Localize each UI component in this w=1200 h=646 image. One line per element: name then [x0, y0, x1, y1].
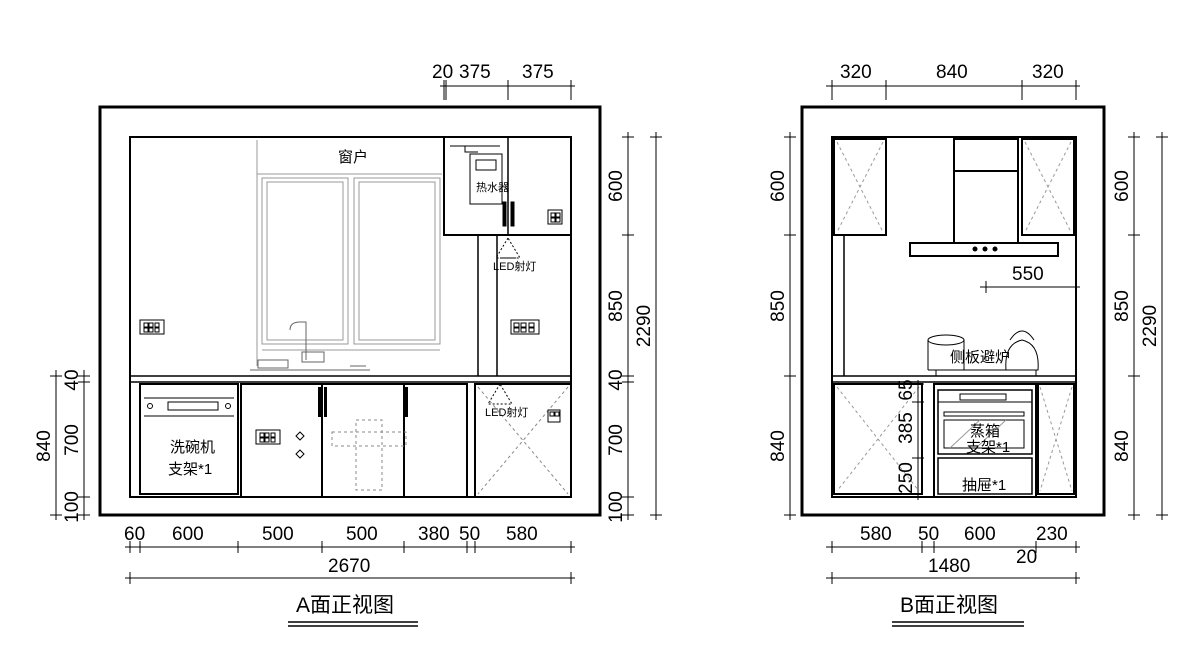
a-total-width: 2670 [328, 556, 370, 577]
a-elevation [50, 80, 662, 627]
a-bottom-dim-2: 600 [172, 524, 204, 545]
b-base-left [833, 383, 923, 495]
b-top-dim-2: 840 [936, 62, 968, 83]
a-water-heater [450, 145, 503, 205]
a-window-label: 窗户 [338, 148, 368, 166]
b-range-hood [909, 138, 1059, 257]
b-bottom-dim-3: 600 [964, 524, 996, 545]
b-outer-frame [800, 105, 1106, 517]
a-window [256, 140, 442, 366]
a-left-dim-3: 100 [62, 491, 83, 523]
b-hood-dim: 550 [1012, 264, 1044, 285]
a-labels: 20 375 375 60 600 500 500 380 50 580 267… [34, 62, 655, 617]
b-left-dim-2: 850 [768, 290, 789, 322]
a-bottom-dim-6: 50 [459, 524, 480, 545]
a-bottom-dim-5: 380 [418, 524, 450, 545]
b-drawer [937, 457, 1033, 495]
b-right-dim-2: 850 [1112, 290, 1133, 322]
a-right-dim-3: 40 [606, 369, 627, 390]
b-upper-left-cabinet [833, 138, 887, 236]
a-heater-label: 热水器 [476, 181, 509, 194]
a-bottom-dim-4: 500 [346, 524, 378, 545]
a-outer-frame [98, 105, 602, 517]
b-bottom-dim-4: 230 [1036, 524, 1068, 545]
b-base-right [1037, 383, 1075, 495]
b-inner-dim-1: 65 [896, 379, 917, 400]
a-dishwasher-label-1: 洗碗机 [170, 439, 215, 456]
b-bottom-extra: 20 [1016, 547, 1037, 568]
b-drawer-label: 抽屉*1 [962, 477, 1006, 494]
a-bottom-dim-3: 500 [262, 524, 294, 545]
a-lamp-label-1: LED射灯 [493, 259, 536, 273]
b-view-title: B面正视图 [900, 594, 998, 617]
a-led-light-1 [495, 237, 521, 259]
b-dimension-lines [784, 80, 1168, 584]
a-faucet [250, 321, 370, 371]
a-bottom-dim-1: 60 [124, 524, 145, 545]
a-outlet-upper [547, 209, 563, 225]
b-oven [937, 389, 1033, 455]
a-dishwasher-label-2: 支架*1 [168, 461, 212, 478]
a-plumbing-cross [331, 419, 407, 491]
b-bottom-dim-2: 50 [918, 524, 939, 545]
a-lamp-label-2: LED射灯 [485, 405, 528, 419]
b-kettle [1005, 330, 1039, 371]
b-right-total: 2290 [1140, 305, 1161, 347]
b-bottom-dim-1: 580 [860, 524, 892, 545]
a-right-total: 2290 [634, 305, 655, 347]
a-right-dim-1: 600 [606, 170, 627, 202]
b-elevation [784, 80, 1168, 627]
a-bottom-dim-7: 580 [506, 524, 538, 545]
a-right-dim-4: 700 [606, 424, 627, 456]
a-outlet-base-right [547, 409, 561, 423]
a-view-title: A面正视图 [296, 594, 394, 617]
a-outlet-base [255, 429, 281, 445]
b-labels: 320 840 320 580 50 600 230 20 1480 600 8… [768, 62, 1161, 617]
a-led-light-2 [487, 383, 513, 405]
b-oven-cabinet [933, 383, 1037, 498]
a-right-dim-5: 100 [606, 491, 627, 523]
b-countertop [831, 375, 1077, 383]
a-left-total: 840 [34, 430, 55, 462]
b-stove-label: 侧板避炉 [950, 348, 1010, 366]
a-top-dim-2: 375 [459, 62, 491, 83]
b-oven-label-1: 蒸箱 [970, 423, 1000, 440]
a-top-dim-1: 20 [432, 62, 453, 83]
a-base-cabinets [139, 383, 572, 498]
b-top-dim-3: 320 [1032, 62, 1064, 83]
a-left-dim-1: 40 [62, 369, 83, 390]
b-right-dim-3: 840 [1112, 430, 1133, 462]
a-dimension-lines [50, 80, 662, 584]
b-left-dim-3: 840 [768, 430, 789, 462]
b-top-dim-1: 320 [840, 62, 872, 83]
a-outlet-right [510, 319, 540, 335]
b-inner-dim-3: 250 [896, 462, 917, 494]
a-dishwasher [144, 397, 234, 417]
b-total-width: 1480 [928, 556, 970, 577]
a-top-dim-3: 375 [522, 62, 554, 83]
b-upper-right-cabinet [1021, 138, 1075, 236]
a-outlet-left [139, 319, 165, 335]
b-inner-dim-2: 385 [896, 412, 917, 444]
a-left-dim-2: 700 [62, 424, 83, 456]
b-left-dim-1: 600 [768, 170, 789, 202]
b-right-dim-1: 600 [1112, 170, 1133, 202]
a-right-dim-2: 850 [606, 290, 627, 322]
a-countertop [129, 375, 572, 383]
b-oven-label-2: 支架*1 [966, 439, 1010, 456]
